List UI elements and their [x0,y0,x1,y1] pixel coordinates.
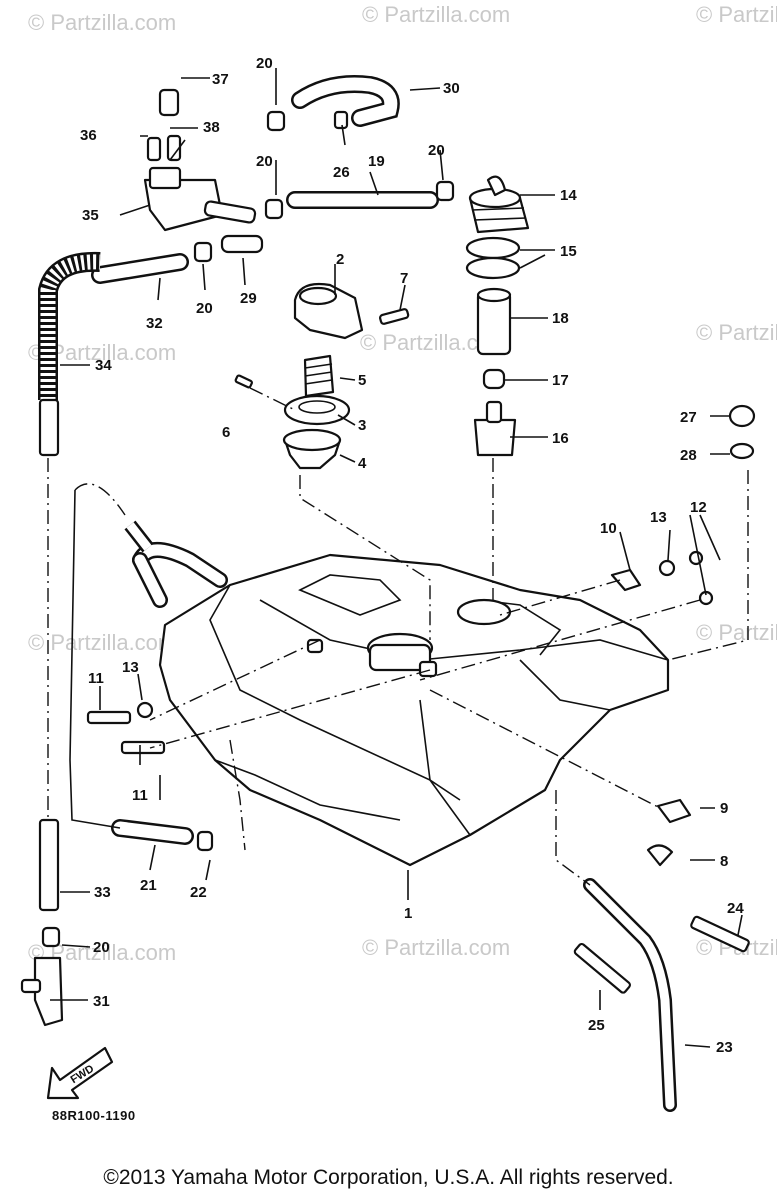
watermark: © Partzilla.com [696,2,777,27]
callout-19: 19 [368,153,385,170]
watermark: © Partzilla.com [696,320,777,345]
callout-35: 35 [82,207,99,224]
callout-1: 1 [404,905,412,922]
callout-30: 30 [443,80,460,97]
callout-22: 22 [190,884,207,901]
callout-27: 27 [680,409,697,426]
callout-32: 32 [146,315,163,332]
callout-7: 7 [400,270,408,287]
callout-20: 20 [256,153,273,170]
callout-21: 21 [140,877,157,894]
callout-36: 36 [80,127,97,144]
callout-8: 8 [720,853,728,870]
callout-20: 20 [256,55,273,72]
bolt-parts [86,404,756,994]
callout-5: 5 [358,372,366,389]
callout-4: 4 [358,455,367,472]
callout-3: 3 [358,417,366,434]
callout-37: 37 [212,71,229,88]
fuel-cock-part [143,88,257,232]
watermark: © Partzilla.com [28,10,176,35]
fuel-tank-part [158,553,670,867]
callout-20: 20 [428,142,445,159]
callout-20: 20 [93,939,110,956]
callout-2: 2 [336,251,344,268]
leader-lines [50,68,749,1048]
callout-20: 20 [196,300,213,317]
callout-18: 18 [552,310,569,327]
callout-24: 24 [727,900,744,917]
drain-hose-assembly [20,251,101,1027]
callout-33: 33 [94,884,111,901]
callout-28: 28 [680,447,697,464]
callout-17: 17 [552,372,569,389]
fuel-cap-assembly [282,282,431,640]
callout-9: 9 [720,800,728,817]
callout-13: 13 [122,659,139,676]
callout-26: 26 [333,164,350,181]
small-hardware [234,308,410,411]
callout-31: 31 [93,993,110,1010]
callout-38: 38 [203,119,220,136]
fuel-sender-assembly [465,175,530,600]
callout-11: 11 [132,787,148,804]
clamp-parts [41,110,455,948]
callout-12: 12 [690,499,707,516]
callout-29: 29 [240,290,257,307]
hose-parts [91,75,677,1112]
watermark: © Partzilla.com [362,2,510,27]
copyright-notice: ©2013 Yamaha Motor Corporation, U.S.A. A… [103,1166,674,1189]
drawing-code-label: 88R100-1190 [52,1108,136,1123]
callout-25: 25 [588,1017,605,1034]
callout-labels: 37 38 36 35 20 20 20 20 20 30 26 19 14 1… [80,55,744,1056]
callout-15: 15 [560,243,577,260]
forward-direction-arrow: FWD [46,1046,114,1100]
watermark: © Partzilla.com [28,630,176,655]
callout-23: 23 [716,1039,733,1056]
watermark: © Partzilla.com [362,935,510,960]
watermark: © Partzilla.com [696,620,777,645]
callout-34: 34 [95,357,112,374]
callout-14: 14 [560,187,577,204]
callout-10: 10 [600,520,617,537]
callout-11: 11 [88,670,104,687]
callout-16: 16 [552,430,569,447]
callout-6: 6 [222,424,230,441]
callout-13: 13 [650,509,667,526]
